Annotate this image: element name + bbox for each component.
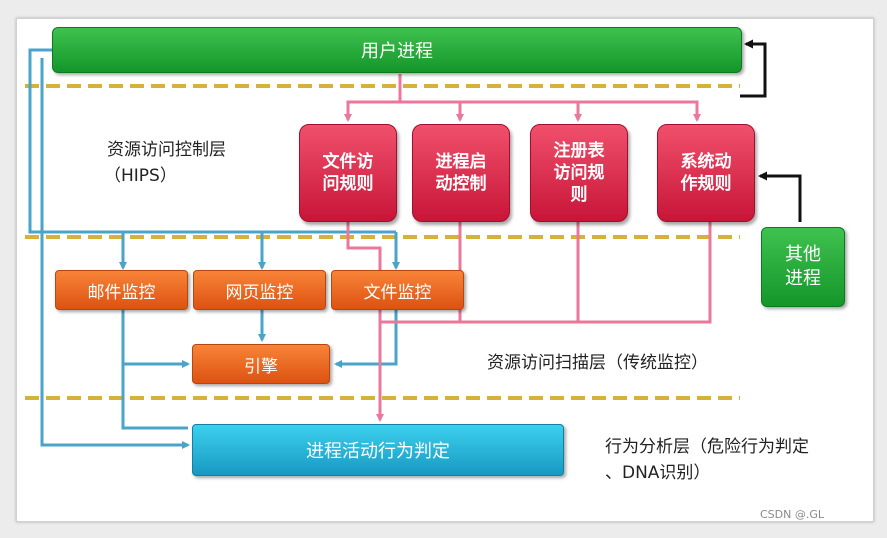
analysis-layer-title-line2: 、DNA识别） xyxy=(605,463,711,483)
connector-rule-registry xyxy=(460,100,582,122)
web-monitor-label: 网页监控 xyxy=(225,282,294,303)
other-process-box: 其他 进程 xyxy=(761,227,845,307)
connector-mail-to-engine xyxy=(121,310,190,368)
system-action-rule-label: 系统动 作规则 xyxy=(680,152,732,194)
connector-file-rule-down xyxy=(346,222,384,422)
file-access-rule-box: 文件访 问规则 xyxy=(299,124,397,222)
user-process-box: 用户进程 xyxy=(52,27,742,73)
process-start-control-label: 进程启 动控制 xyxy=(435,152,487,194)
hips-layer-title: 资源访问控制层 xyxy=(107,140,226,160)
connector-rule-process xyxy=(400,100,464,122)
scan-layer-title: 资源访问扫描层（传统监控） xyxy=(487,353,708,373)
system-action-rule-box: 系统动 作规则 xyxy=(657,124,755,222)
analysis-layer-title-line1: 行为分析层（危险行为判定 xyxy=(605,437,809,457)
behavior-judge-label: 进程活动行为判定 xyxy=(306,441,450,462)
watermark: CSDN @.GL xyxy=(760,508,825,521)
file-monitor-box: 文件监控 xyxy=(331,270,464,310)
connector-user-to-rules xyxy=(344,74,402,122)
user-process-label: 用户进程 xyxy=(361,41,433,62)
process-start-control-box: 进程启 动控制 xyxy=(412,124,510,222)
web-monitor-box: 网页监控 xyxy=(193,270,326,310)
mail-monitor-box: 邮件监控 xyxy=(55,270,188,310)
hips-layer-subtitle: （HIPS） xyxy=(104,166,177,186)
connector-file-to-engine xyxy=(334,310,398,368)
registry-access-rule-label: 注册表 访问规 则 xyxy=(553,141,605,205)
behavior-judge-box: 进程活动行为判定 xyxy=(192,424,564,476)
engine-box: 引擎 xyxy=(192,344,330,384)
engine-label: 引擎 xyxy=(244,356,278,377)
file-access-rule-label: 文件访 问规则 xyxy=(322,152,374,194)
other-process-label: 其他 进程 xyxy=(785,244,821,289)
connector-user-to-monitors xyxy=(28,48,396,234)
file-monitor-label: 文件监控 xyxy=(363,282,432,303)
connector-rule-system xyxy=(578,100,701,122)
connector-mail-to-judge xyxy=(121,364,188,430)
connector-other-to-system-rule xyxy=(758,171,802,222)
connector-loop-to-user xyxy=(740,39,767,98)
connector-user-to-judge xyxy=(40,58,190,449)
registry-access-rule-box: 注册表 访问规 则 xyxy=(530,124,628,222)
mail-monitor-label: 邮件监控 xyxy=(87,282,156,303)
connector-system-rule-down xyxy=(578,222,712,324)
